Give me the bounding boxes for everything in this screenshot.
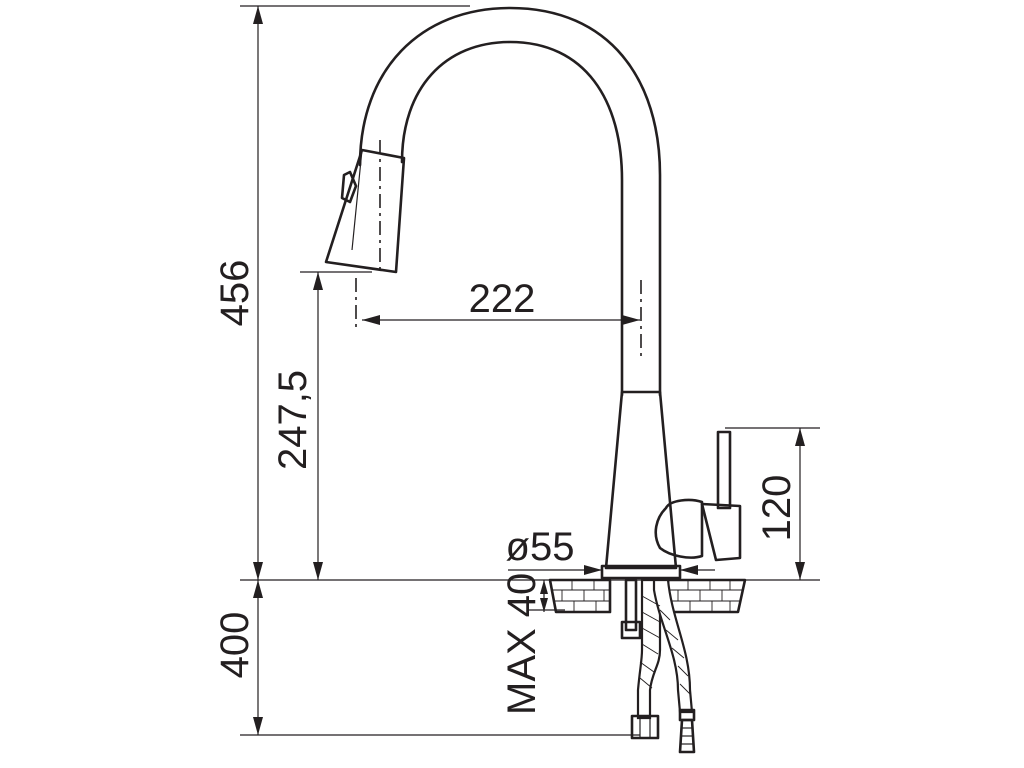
spout-outline	[358, 6, 662, 397]
spray-head	[324, 148, 406, 274]
dimension-max-counter: MAX 40	[500, 573, 548, 715]
handle-knob	[654, 498, 704, 559]
dimension-spout-height: 247,5	[271, 272, 323, 580]
dim-label-max-counter: MAX 40	[500, 573, 544, 715]
dimension-spout-reach: 222	[362, 277, 640, 325]
faucet	[324, 6, 742, 580]
mounting-bolt	[624, 578, 638, 632]
countertop	[548, 578, 747, 614]
dimension-total-height: 456	[213, 6, 263, 580]
handle-lever	[716, 430, 732, 510]
dimension-base-diameter: ø55	[506, 525, 715, 575]
dimension-hose-length: 400	[213, 580, 263, 735]
faucet-base	[600, 564, 682, 580]
dim-label-handle-height: 120	[755, 475, 799, 542]
dim-label-base-diameter: ø55	[506, 525, 575, 569]
dim-label-total-height: 456	[213, 260, 257, 327]
dim-label-hose-length: 400	[213, 612, 257, 679]
hose-nut-left	[630, 714, 660, 740]
dim-label-spout-reach: 222	[469, 277, 536, 321]
hoses	[620, 578, 696, 754]
dimension-handle-height: 120	[755, 428, 805, 580]
dim-label-spout-height: 247,5	[271, 370, 315, 470]
faucet-body	[604, 390, 678, 570]
